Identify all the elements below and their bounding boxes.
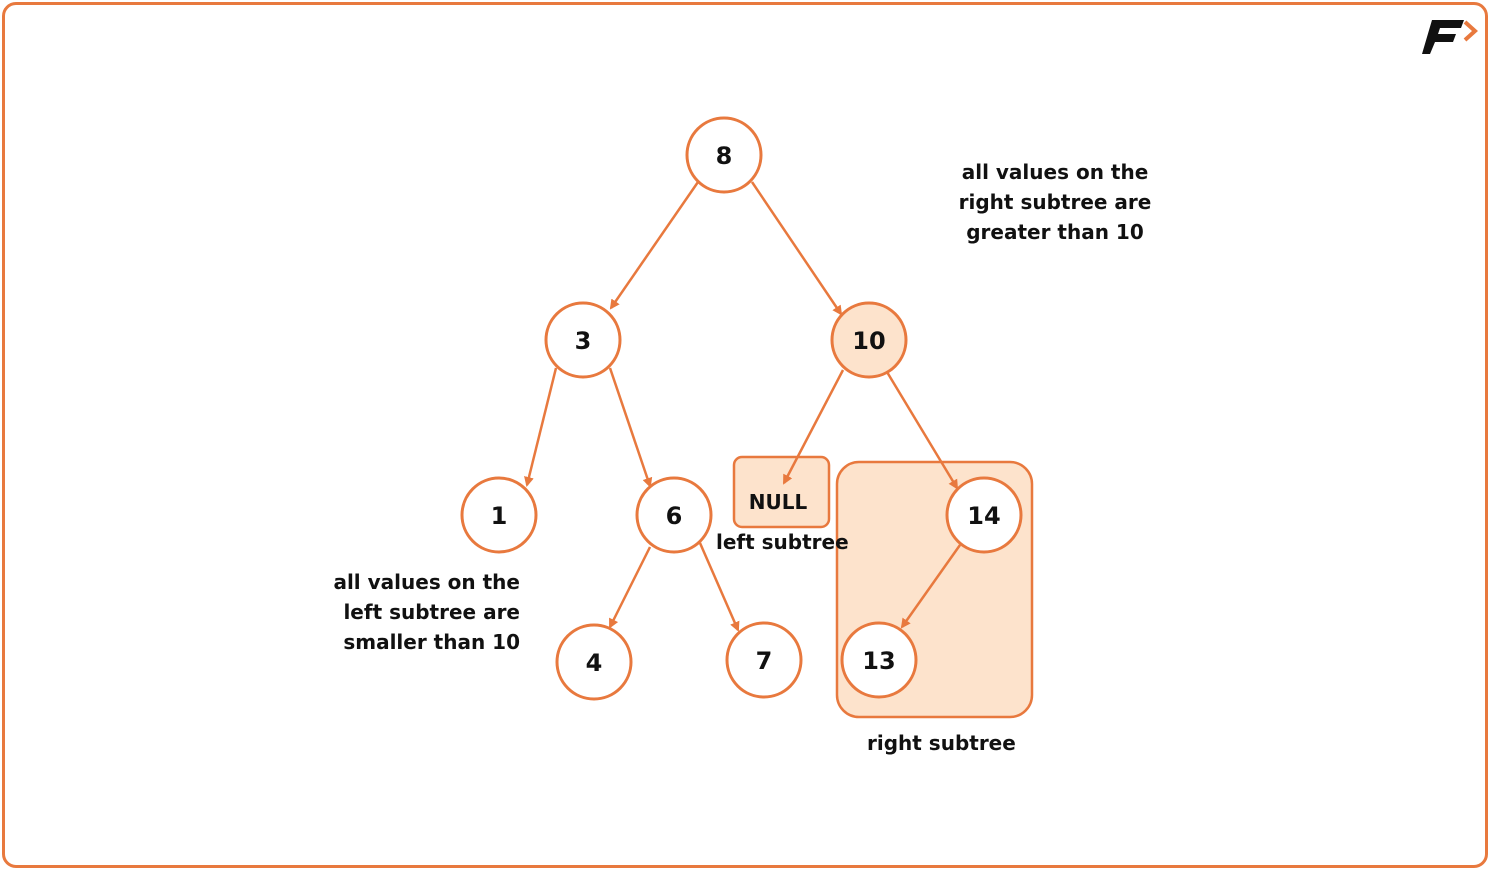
edge-6-7: [698, 542, 740, 632]
edge-3-6: [608, 367, 653, 488]
left-note-line-1: all values on the: [333, 570, 520, 594]
node-14: 14: [945, 476, 1023, 554]
edge-6-4: [608, 546, 652, 629]
edge-14-13: [900, 544, 962, 629]
left-subtree-note: all values on the left subtree are small…: [310, 567, 520, 657]
left-note-line-2: left subtree are: [343, 600, 520, 624]
null-label: NULL: [749, 490, 808, 514]
node-3: 3: [544, 301, 622, 379]
node-1-value: 1: [491, 502, 508, 530]
node-13-value: 13: [862, 647, 895, 675]
node-3-value: 3: [575, 327, 592, 355]
node-4: 4: [555, 623, 633, 701]
edge-10-14: [885, 371, 959, 490]
right-subtree-label: right subtree: [867, 731, 1016, 755]
node-6-value: 6: [666, 502, 683, 530]
node-7-value: 7: [756, 647, 773, 675]
node-13: 13: [840, 621, 918, 699]
node-4-value: 4: [586, 649, 603, 677]
node-8-value: 8: [716, 142, 733, 170]
node-10: 10: [830, 301, 908, 379]
edge-8-3: [609, 181, 700, 310]
node-7: 7: [725, 621, 803, 699]
node-6: 6: [635, 476, 713, 554]
right-note-line-1: all values on the: [961, 160, 1149, 184]
left-note-line-3: smaller than 10: [343, 630, 520, 654]
edge-10-null: [782, 369, 845, 485]
node-14-value: 14: [967, 502, 1000, 530]
node-8: 8: [685, 116, 763, 194]
right-note-line-2: right subtree are: [958, 190, 1152, 214]
right-note-line-3: greater than 10: [966, 220, 1144, 244]
node-1: 1: [460, 476, 538, 554]
edge-3-1: [524, 367, 558, 487]
left-subtree-label: left subtree: [716, 530, 849, 554]
brand-f-arrow-logo-icon: [1422, 20, 1478, 54]
node-10-value: 10: [852, 327, 885, 355]
null-box: [732, 455, 831, 529]
right-subtree-note: all values on the right subtree are grea…: [955, 157, 1155, 247]
edge-8-10: [750, 181, 843, 316]
